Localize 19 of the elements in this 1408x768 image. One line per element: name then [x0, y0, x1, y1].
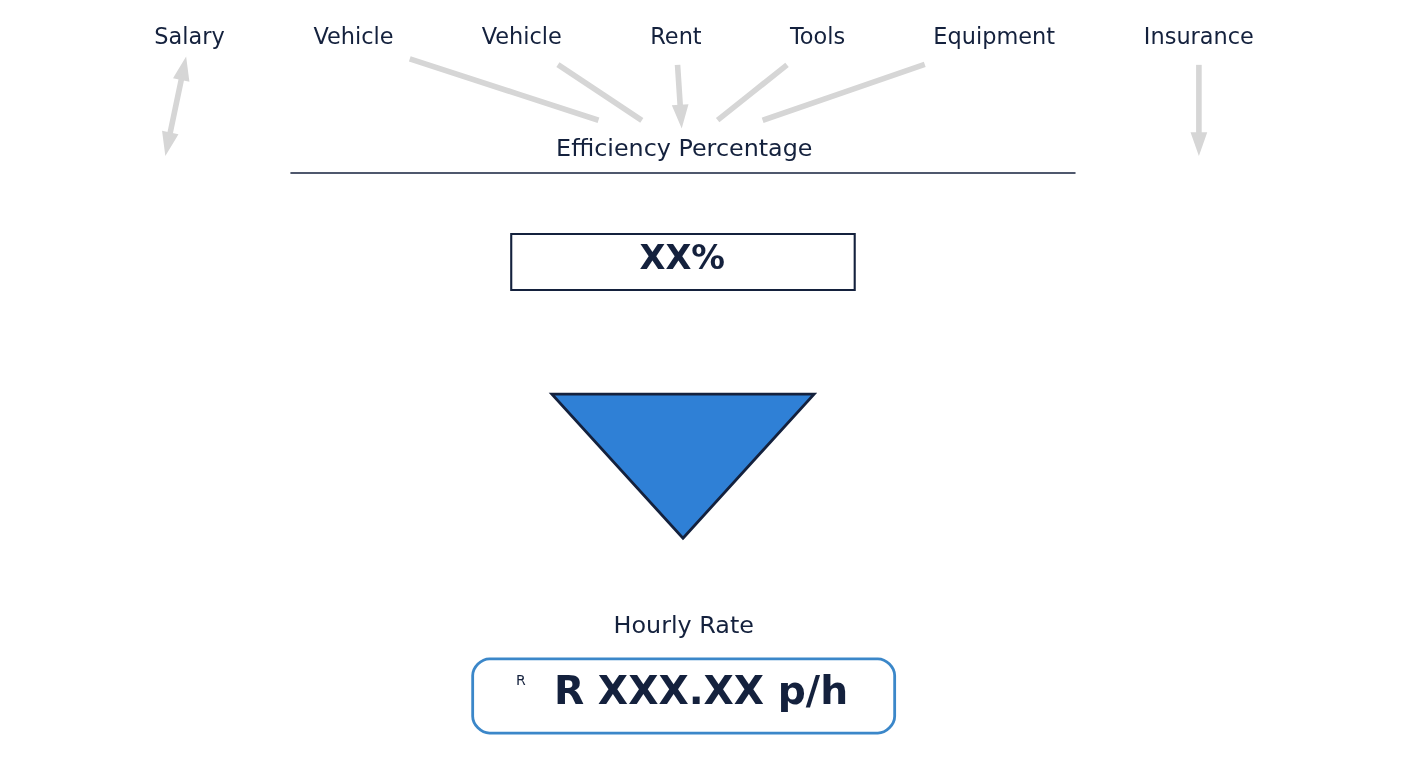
node-text: Vehicle: [313, 23, 394, 50]
arrow: [1190, 64, 1208, 157]
node-text: Rent: [650, 23, 702, 50]
node-text: Vehicle: [481, 23, 562, 50]
connector: [408, 56, 600, 123]
node-text: Efficiency Percentage: [556, 133, 813, 162]
connector: [715, 62, 789, 123]
node-text: Insurance: [1143, 23, 1254, 50]
node-text: Tools: [789, 23, 846, 50]
node-box: R R XXX.XX p/h: [471, 657, 897, 735]
connector: [761, 61, 926, 123]
node-text: Salary: [154, 23, 225, 50]
connector: [556, 62, 644, 123]
node-label: Hourly Rate: [613, 610, 754, 639]
node-box: XX%: [510, 232, 856, 292]
node-text: Equipment: [933, 23, 1056, 50]
arrow: [671, 64, 689, 129]
arrow: [162, 56, 190, 156]
node-funnel: [548, 392, 818, 541]
